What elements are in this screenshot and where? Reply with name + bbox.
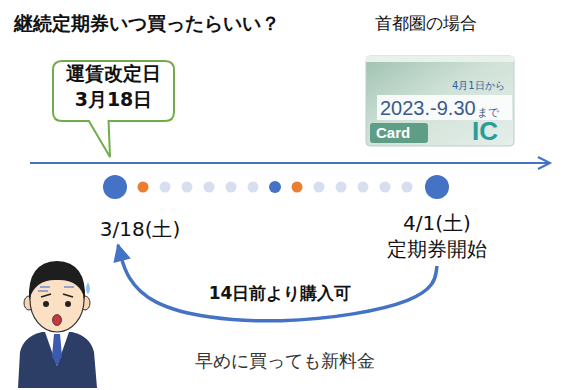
timeline-dots bbox=[138, 181, 413, 193]
suit bbox=[18, 332, 97, 388]
sweat-drop bbox=[86, 282, 90, 294]
title: 継続定期券いつ買ったらいい？ bbox=[14, 11, 280, 37]
shirt bbox=[45, 332, 69, 366]
card-band bbox=[370, 123, 428, 143]
arrow-label: 14日前より購入可 bbox=[205, 282, 356, 305]
worried-man bbox=[18, 261, 97, 388]
orange-dot bbox=[292, 182, 303, 193]
card-text: 4月1日から bbox=[452, 80, 505, 92]
light-dot bbox=[358, 182, 369, 193]
note: 早めに買っても新料金 bbox=[195, 350, 375, 372]
date-label: 3/18(土) bbox=[85, 217, 195, 241]
worry-line bbox=[64, 286, 74, 288]
blue-dot bbox=[269, 181, 281, 193]
eye bbox=[65, 301, 71, 307]
light-dot bbox=[204, 182, 215, 193]
callout-text: 運賃改定日 3月18日 bbox=[66, 60, 161, 112]
light-dot bbox=[336, 182, 347, 193]
subtitle: 首都圏の場合 bbox=[375, 13, 477, 33]
light-dot bbox=[380, 182, 391, 193]
mouth bbox=[53, 315, 62, 326]
eyebrow bbox=[63, 294, 73, 297]
timeline-point: 4/1(土)定期券開始 bbox=[377, 175, 497, 262]
card-text: IC bbox=[472, 116, 498, 147]
callout-outline bbox=[53, 61, 174, 157]
point-circle bbox=[102, 174, 128, 200]
hair bbox=[29, 261, 85, 300]
eyebrow bbox=[41, 294, 51, 297]
orange-dot bbox=[138, 182, 149, 193]
date-label: 4/1(土) bbox=[377, 210, 497, 236]
light-dot bbox=[226, 182, 237, 193]
light-dot bbox=[160, 182, 171, 193]
point-circle bbox=[424, 174, 450, 200]
light-dot bbox=[182, 182, 193, 193]
light-dot bbox=[402, 182, 413, 193]
eye bbox=[43, 301, 49, 307]
card-strip bbox=[366, 56, 514, 62]
point-circle bbox=[425, 175, 449, 199]
light-dot bbox=[314, 182, 325, 193]
callout-bubble: 運賃改定日 3月18日 bbox=[52, 60, 175, 122]
tie bbox=[52, 334, 62, 366]
card-text: 2023.-9.30 bbox=[380, 96, 476, 120]
worry-line bbox=[40, 286, 50, 288]
point-circle bbox=[103, 175, 127, 199]
timeline-arrowhead bbox=[538, 157, 550, 169]
worry-line bbox=[38, 290, 48, 292]
timeline-line bbox=[30, 162, 549, 164]
date-label: 定期券開始 bbox=[377, 236, 497, 262]
card-text: Card bbox=[376, 124, 410, 142]
light-dot bbox=[248, 182, 259, 193]
timeline-point: 3/18(土) bbox=[85, 175, 195, 241]
